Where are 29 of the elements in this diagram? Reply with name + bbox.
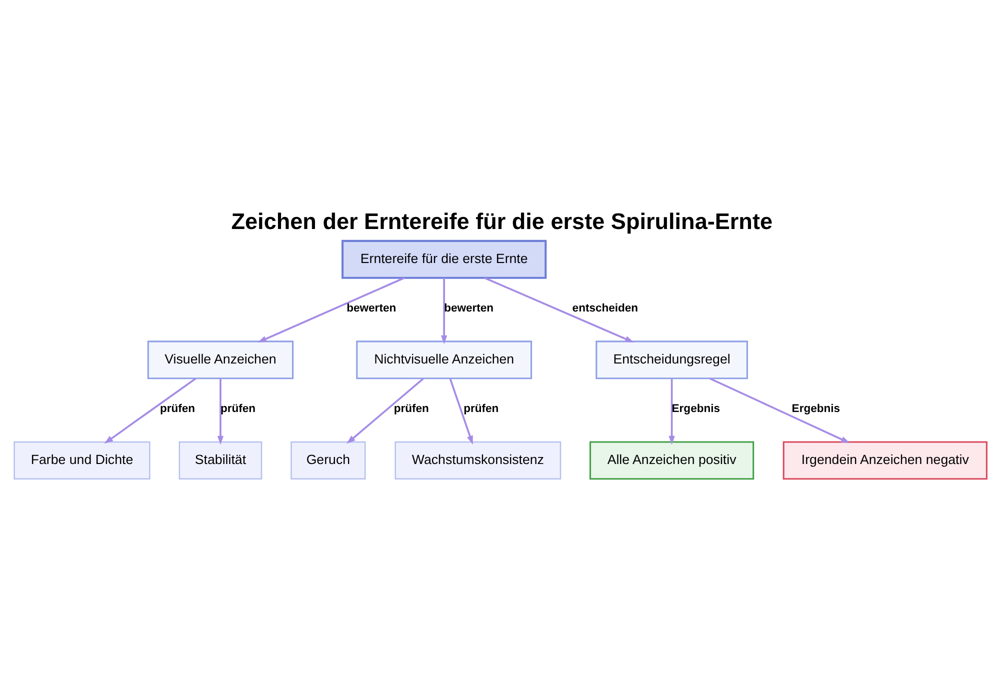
node-box: Irgendein Anzeichen negativ (782, 441, 987, 480)
arrow (448, 378, 472, 445)
arrow (484, 277, 634, 342)
arrow (104, 378, 196, 444)
edge-label: bewerten (444, 302, 494, 314)
arrow (257, 277, 404, 343)
arrow (216, 378, 224, 445)
edge-label: prüfen (220, 403, 256, 416)
node-box: Entscheidungsregel (595, 340, 748, 380)
edge-label: Ergebnis (791, 403, 840, 416)
node-box: Stabilität (178, 441, 262, 480)
edge-label: Ergebnis (671, 403, 720, 416)
node-box: Farbe und Dichte (13, 441, 150, 480)
edge-label: prüfen (393, 403, 428, 416)
node-box: Wachstumskonsistenz (394, 441, 561, 480)
edge-label: bewerten (346, 302, 396, 314)
node-box: Geruch (290, 441, 366, 480)
arrow (346, 378, 424, 444)
arrow (440, 278, 447, 344)
node-box: Visuelle Anzeichen (146, 340, 294, 380)
node-box: Alle Anzeichen positiv (588, 441, 754, 480)
arrow (709, 378, 850, 444)
arrow (668, 378, 674, 445)
node-box: Erntereife für die erste Ernte (341, 240, 546, 279)
edge-label: prüfen (159, 403, 195, 416)
diagram-title: Zeichen der Erntereife für die erste Spirulina-Ernte (230, 209, 772, 234)
node-box: Nichtvisuelle Anzeichen (356, 340, 532, 380)
edge-label: prüfen (463, 403, 498, 416)
edge-label: entscheiden (572, 302, 638, 314)
